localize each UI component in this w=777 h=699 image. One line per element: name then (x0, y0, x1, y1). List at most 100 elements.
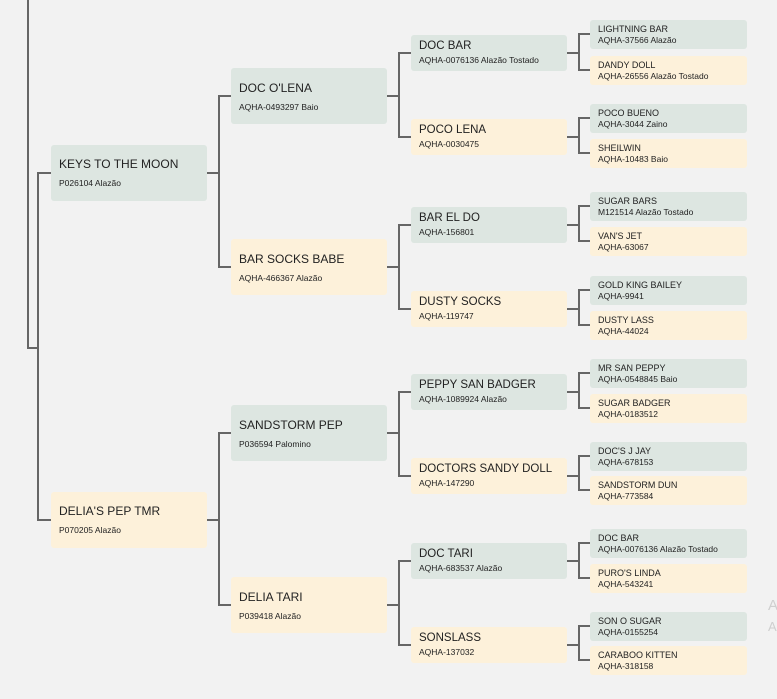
horse-card-g3-dam[interactable]: SONSLASS AQHA-137032 (411, 627, 567, 663)
g2-connector-to-sire (398, 52, 411, 54)
g2-connector-spine (398, 53, 400, 137)
horse-registration: AQHA-0183512 (598, 408, 659, 419)
connector-root-to-dam (37, 519, 51, 521)
g3-connector-to-dam (578, 407, 590, 409)
g3-connector-to-sire (578, 117, 590, 119)
horse-registration: P036594 Palomino (239, 439, 311, 449)
g3-connector-to-sire (578, 542, 590, 544)
horse-registration: AQHA-3044 Zaino (598, 118, 668, 129)
g2-connector-spine (398, 392, 400, 476)
g1-connector-to-sire (218, 95, 231, 97)
g3-connector-to-dam (578, 659, 590, 661)
g3-connector-spine (578, 373, 580, 408)
horse-registration: AQHA-156801 (419, 227, 475, 237)
horse-registration: AQHA-1089924 Alazão (419, 394, 507, 404)
g3-connector-spine (578, 34, 580, 70)
g3-connector-out (567, 560, 579, 562)
horse-registration: AQHA-683537 Alazão (419, 563, 503, 573)
horse-name: DOC'S J JAY (598, 445, 652, 456)
horse-registration: AQHA-318158 (598, 660, 654, 671)
g1-connector-out (207, 172, 219, 174)
horse-registration: AQHA-44024 (598, 325, 649, 336)
watermark-letter-2: A (768, 619, 777, 634)
connector-root-to-sire (37, 172, 51, 174)
g3-connector-to-dam (578, 240, 590, 242)
g3-connector-to-sire (578, 455, 590, 457)
horse-name: SUGAR BARS (598, 195, 658, 206)
g3-connector-to-sire (578, 289, 590, 291)
horse-registration: AQHA-466367 Alazão (239, 273, 323, 283)
horse-registration: AQHA-543241 (598, 578, 654, 589)
g3-connector-out (567, 644, 579, 646)
g3-connector-spine (578, 626, 580, 660)
horse-registration: AQHA-0548845 Baio (598, 373, 678, 384)
g3-connector-to-sire (578, 205, 590, 207)
horse-name: MR SAN PEPPY (598, 362, 666, 373)
horse-registration: AQHA-0493297 Baio (239, 102, 319, 112)
horse-card-g3-dam[interactable]: POCO LENA AQHA-0030475 (411, 119, 567, 155)
g3-connector-spine (578, 118, 580, 153)
horse-name: DOC BAR (419, 40, 472, 52)
horse-name: BAR SOCKS BABE (239, 252, 345, 266)
g1-connector-spine (218, 96, 220, 267)
horse-name: SUGAR BADGER (598, 397, 671, 408)
g3-connector-out (567, 475, 579, 477)
g3-connector-out (567, 224, 579, 226)
g2-connector-spine (398, 225, 400, 309)
g3-connector-spine (578, 206, 580, 241)
g2-connector-out (387, 604, 399, 606)
horse-name: SONSLASS (419, 632, 481, 644)
watermark-letter-1: A (768, 597, 777, 614)
g3-connector-to-dam (578, 69, 590, 71)
g1-connector-spine (218, 433, 220, 605)
g3-connector-spine (578, 543, 580, 578)
horse-name: POCO LENA (419, 124, 487, 136)
horse-registration: AQHA-63067 (598, 241, 649, 252)
g3-connector-out (567, 391, 579, 393)
horse-registration: AQHA-773584 (598, 490, 654, 501)
connector-root-top (27, 0, 29, 348)
horse-registration: AQHA-119747 (419, 311, 474, 321)
g2-connector-to-sire (398, 224, 411, 226)
g2-connector-to-dam (398, 475, 411, 477)
g1-connector-to-dam (218, 604, 231, 606)
g3-connector-to-sire (578, 625, 590, 627)
horse-card-g2-dam[interactable]: BAR SOCKS BABE AQHA-466367 Alazão (231, 239, 387, 295)
horse-registration: AQHA-0076136 Alazão Tostado (598, 543, 718, 554)
horse-registration: AQHA-10483 Baio (598, 153, 668, 164)
g3-connector-to-dam (578, 489, 590, 491)
g2-connector-to-dam (398, 644, 411, 646)
horse-registration: AQHA-0030475 (419, 139, 480, 149)
horse-name: CARABOO KITTEN (598, 649, 678, 660)
horse-registration: AQHA-137032 (419, 647, 475, 657)
horse-name: POCO BUENO (598, 107, 660, 118)
g3-connector-to-dam (578, 324, 590, 326)
